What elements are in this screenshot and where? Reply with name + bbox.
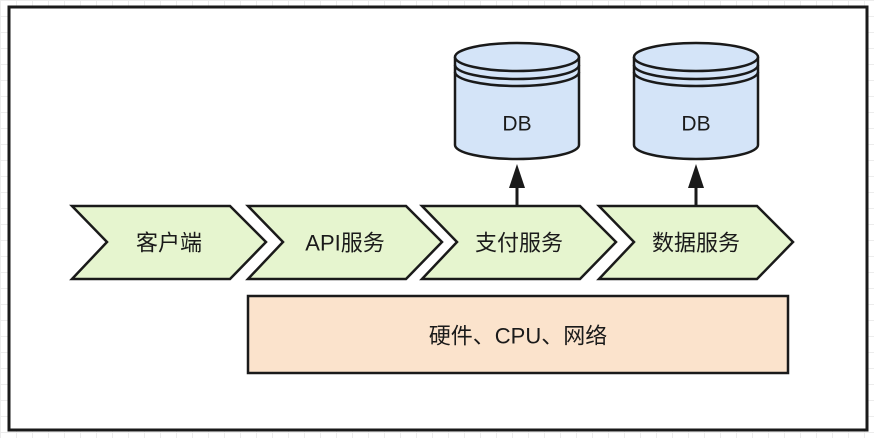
database-2-cylinder-body [632, 57, 760, 161]
arrow-to-database-1-head [509, 164, 525, 188]
stage-data-service-label: 数据服务 [652, 231, 740, 256]
database-1-rim-line-2 [453, 71, 581, 88]
stage-client-chevron [69, 204, 268, 281]
database-2-label: DB [681, 113, 710, 136]
stage-client-label: 客户端 [136, 231, 202, 256]
database-2-cylinder-top [632, 41, 760, 73]
arrow-to-database-2-head [688, 164, 704, 188]
infrastructure-label: 硬件、CPU、网络 [429, 324, 607, 349]
arrow-to-database-2 [688, 164, 704, 206]
stage-client: 客户端 [69, 204, 268, 281]
stage-api-service-label: API服务 [305, 231, 384, 256]
stage-data-service: 数据服务 [596, 204, 795, 281]
infrastructure-box [246, 294, 790, 375]
database-2-rim-line-1 [632, 64, 760, 81]
database-2-rim-line-2 [632, 71, 760, 88]
database-1-cylinder-body [453, 57, 581, 161]
stage-api-service-chevron [245, 204, 444, 281]
arrow-to-database-1 [509, 164, 525, 206]
database-2: DB [632, 41, 760, 161]
stage-api-service: API服务 [245, 204, 444, 281]
database-1-cylinder-top [453, 41, 581, 73]
database-1: DB [453, 41, 581, 161]
stage-data-service-chevron [596, 204, 795, 281]
stage-payment-service: 支付服务 [419, 204, 618, 281]
stage-payment-service-chevron [419, 204, 618, 281]
pipeline: 客户端 API服务 支付服务 数据服务 [69, 204, 795, 281]
stage-payment-service-label: 支付服务 [475, 231, 563, 256]
infrastructure-layer: 硬件、CPU、网络 [246, 294, 790, 375]
database-1-rim-line-1 [453, 64, 581, 81]
database-1-label: DB [502, 113, 531, 136]
